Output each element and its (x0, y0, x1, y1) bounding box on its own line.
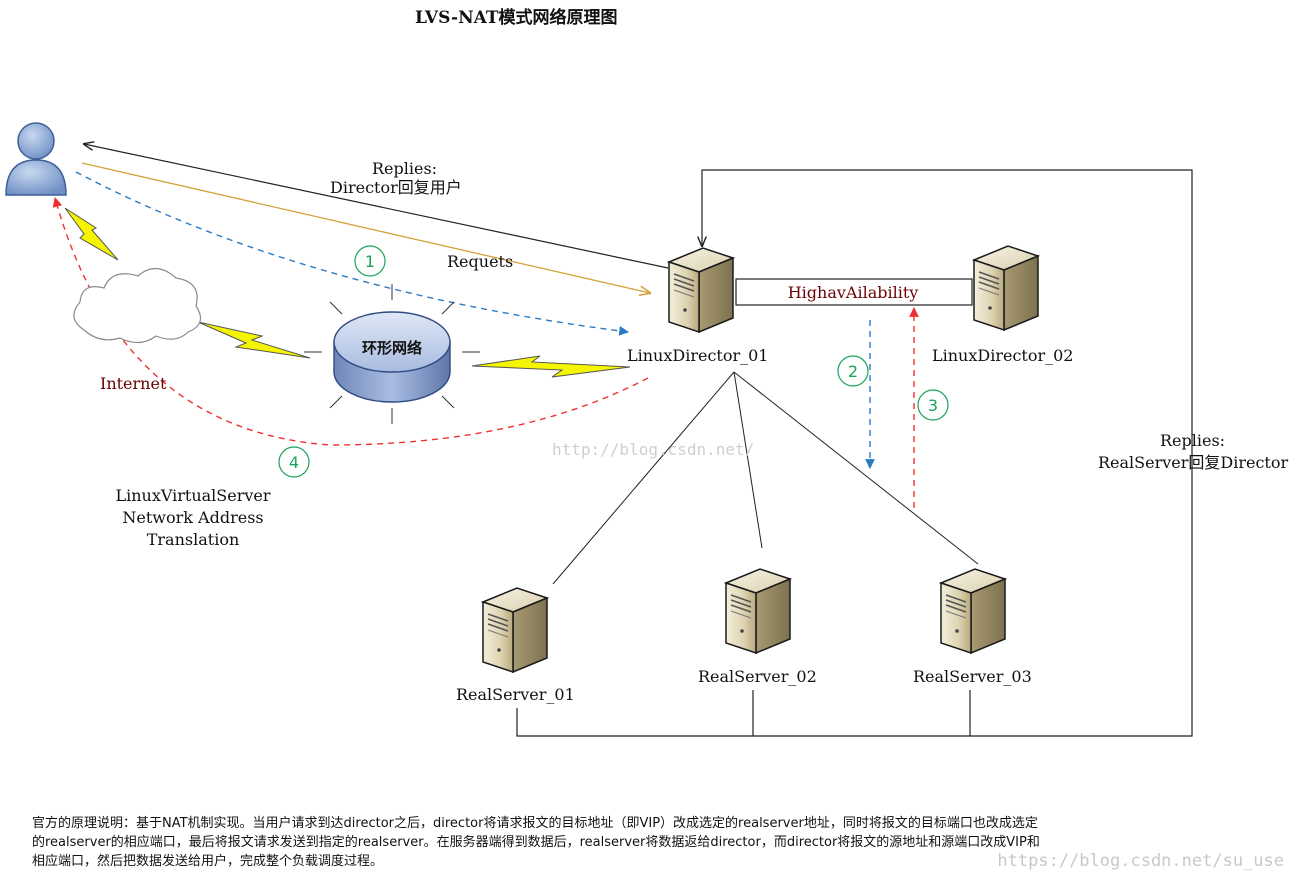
svg-text:2: 2 (848, 362, 858, 381)
lightning-icon (471, 355, 631, 378)
realserver-01-server-icon (482, 587, 548, 673)
request-dashed-path (75, 171, 629, 336)
director-01-server-icon (668, 247, 734, 333)
step-2-marker: 2 (837, 355, 869, 387)
director-02-label: LinuxDirector_02 (932, 346, 1073, 365)
realserver-02-label: RealServer_02 (698, 667, 817, 686)
ring-network-icon (304, 284, 480, 424)
step-4-marker: 4 (278, 446, 310, 478)
lightning-icon (64, 207, 119, 261)
lvs-caption-line-3: Translation (147, 530, 240, 549)
request-arrow (81, 162, 650, 293)
svg-text:3: 3 (928, 396, 938, 415)
rs-replies-label: Replies: (1160, 431, 1225, 450)
director-02-server-icon (973, 245, 1039, 331)
realserver-03-label: RealServer_03 (913, 667, 1032, 686)
lvs-caption-line-1: LinuxVirtualServer (115, 486, 270, 505)
realserver-01-label: RealServer_01 (456, 685, 575, 704)
director-rs03-link (733, 371, 979, 565)
description-text: 官方的原理说明：基于NAT机制实现。当用户请求到达director之后，dire… (32, 816, 1040, 869)
realserver-02-server-icon (725, 568, 791, 654)
cloud-icon (73, 267, 202, 344)
ha-link-label: HighavAilability (788, 283, 919, 302)
ha-link-box (735, 278, 973, 306)
diagram-title: LVS-NAT模式网络原理图 (415, 7, 618, 28)
director-reply-arrow (84, 144, 669, 269)
center-watermark: http://blog.csdn.net/ (552, 440, 754, 459)
return-loop-line (516, 169, 1193, 737)
rs-replies-desc: RealServer回复Director (1098, 453, 1288, 472)
ring-network-label: 环形网络 (362, 339, 422, 357)
internet-label: Internet (100, 374, 167, 393)
requests-label: Requets (447, 252, 513, 271)
lvs-caption-line-2: Network Address (122, 508, 263, 527)
director-rs02-link (733, 371, 763, 549)
realserver-03-server-icon (940, 568, 1006, 654)
director-rs01-link (552, 371, 735, 585)
user-icon (5, 122, 67, 196)
lightning-icon (197, 321, 311, 359)
director-01-label: LinuxDirector_01 (627, 346, 768, 365)
step-3-marker: 3 (917, 389, 949, 421)
svg-text:4: 4 (289, 453, 299, 472)
director-replies-desc: Director回复用户 (330, 178, 462, 197)
director-replies-label: Replies: (372, 159, 437, 178)
svg-text:1: 1 (365, 252, 375, 271)
step-1-marker: 1 (354, 245, 386, 277)
corner-watermark: https://blog.csdn.net/su_use (997, 851, 1284, 871)
